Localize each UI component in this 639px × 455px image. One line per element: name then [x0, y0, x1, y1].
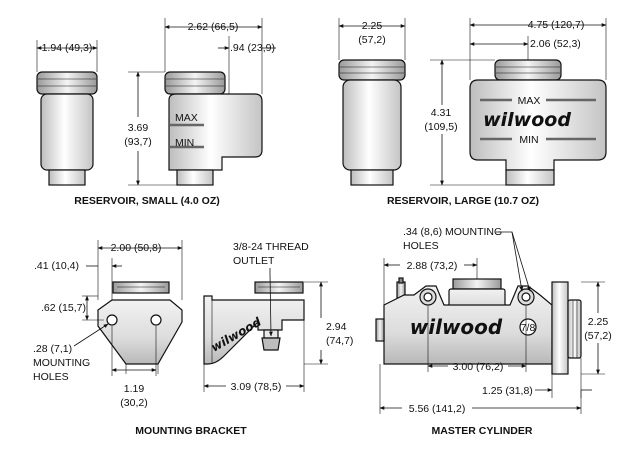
caption-mounting-bracket: MOUNTING BRACKET [135, 425, 247, 437]
dim-small-offset: .94 (23,9) [230, 42, 275, 54]
reservoir-large-dimensions: 2.25 (57,2) 4.75 (120,7) 2.06 (52,3) 4.3… [338, 18, 607, 186]
dim-small-height-mm: (93,7) [124, 136, 151, 148]
dim-large-height-mm: (109,5) [424, 121, 457, 133]
reservoir-large-side-view: MAX wilwood MIN [469, 59, 607, 186]
mounting-bracket-group: wilwood 2.00 (50,8) .41 (10,4) .62 (15,7… [33, 240, 353, 437]
dim-large-diameter-mm: (57,2) [358, 34, 385, 46]
dim-small-diameter: 1.94 (49,3) [42, 42, 93, 54]
dim-large-overall-width: 4.75 (120,7) [528, 19, 585, 31]
dim-master-reservoir-pos: 2.88 (73,2) [407, 260, 458, 272]
caption-master-cylinder: MASTER CYLINDER [432, 425, 533, 437]
dim-large-offset: 2.06 (52,3) [530, 38, 581, 50]
bracket-side-view: wilwood [203, 281, 305, 365]
reservoir-small-group: MAX MIN 1.94 (49,3) 2.62 (66,5) .94 (23,… [36, 18, 276, 207]
reservoir-small-max-label: MAX [175, 112, 198, 124]
reservoir-small-front-view [36, 71, 98, 186]
reservoir-small-min-label: MIN [175, 137, 194, 149]
dim-bracket-hole-height: .62 (15,7) [41, 302, 86, 314]
dim-master-height-in: 2.25 [588, 316, 609, 328]
dim-bracket-hole-dia: .28 (7,1) [33, 343, 72, 355]
dim-bracket-height-mm: (74,7) [326, 335, 353, 347]
reservoir-large-max-label: MAX [518, 95, 541, 107]
dim-bracket-edge: .41 (10,4) [34, 260, 79, 272]
dim-bracket-hole-spacing-mm: (30,2) [120, 397, 147, 409]
dim-master-height-mm: (57,2) [584, 330, 611, 342]
bracket-mounting-holes-line2: HOLES [33, 371, 69, 383]
bracket-dimensions: 2.00 (50,8) .41 (10,4) .62 (15,7) .28 (7… [33, 240, 353, 409]
dim-large-diameter-in: 2.25 [362, 20, 383, 32]
bracket-front-view [97, 281, 183, 374]
dim-large-height-in: 4.31 [431, 107, 452, 119]
master-cylinder-bore-label: 7/8 [521, 322, 536, 334]
master-cylinder-holes-line1: .34 (8,6) MOUNTING [403, 226, 502, 238]
dim-small-overall-width: 2.62 (66,5) [188, 21, 239, 33]
master-cylinder-holes-line2: HOLES [403, 240, 439, 252]
dim-bracket-width: 2.00 (50,8) [111, 242, 162, 254]
caption-reservoir-large: RESERVOIR, LARGE (10.7 OZ) [387, 195, 539, 207]
dim-bracket-hole-spacing-in: 1.19 [124, 383, 145, 395]
bracket-mounting-holes-line1: MOUNTING [33, 357, 90, 369]
reservoir-large-min-label: MIN [519, 134, 538, 146]
reservoir-large-group: MAX wilwood MIN 2.25 (57,2) 4.75 (120,7)… [338, 18, 607, 207]
dim-master-overall-length: 5.56 (141,2) [409, 403, 466, 415]
dim-master-hole-spacing: 3.00 (76,2) [453, 361, 504, 373]
dim-bracket-depth: 3.09 (78,5) [231, 381, 282, 393]
master-cylinder-side-view: 7/8 wilwood [375, 277, 582, 375]
master-cylinder-wilwood-logo: wilwood [410, 315, 503, 339]
reservoir-large-front-view [338, 59, 406, 186]
dim-small-height-in: 3.69 [128, 122, 149, 134]
bracket-thread-label-line1: 3/8-24 THREAD [233, 241, 309, 253]
dim-master-flange: 1.25 (31,8) [482, 385, 533, 397]
master-cylinder-dimensions: .34 (8,6) MOUNTING HOLES 2.88 (73,2) 3.0… [379, 226, 612, 415]
reservoir-small-side-view: MAX MIN [164, 71, 263, 186]
reservoir-small-dimensions: 1.94 (49,3) 2.62 (66,5) .94 (23,9) 3.69 … [36, 18, 276, 186]
master-cylinder-group: 7/8 wilwood .34 (8,6) MOUNTING HOLES 2.8… [375, 226, 612, 437]
reservoir-large-wilwood-logo: wilwood [483, 109, 571, 131]
bracket-thread-label-line2: OUTLET [233, 255, 275, 267]
dim-bracket-height-in: 2.94 [326, 321, 347, 333]
caption-reservoir-small: RESERVOIR, SMALL (4.0 OZ) [74, 195, 219, 207]
